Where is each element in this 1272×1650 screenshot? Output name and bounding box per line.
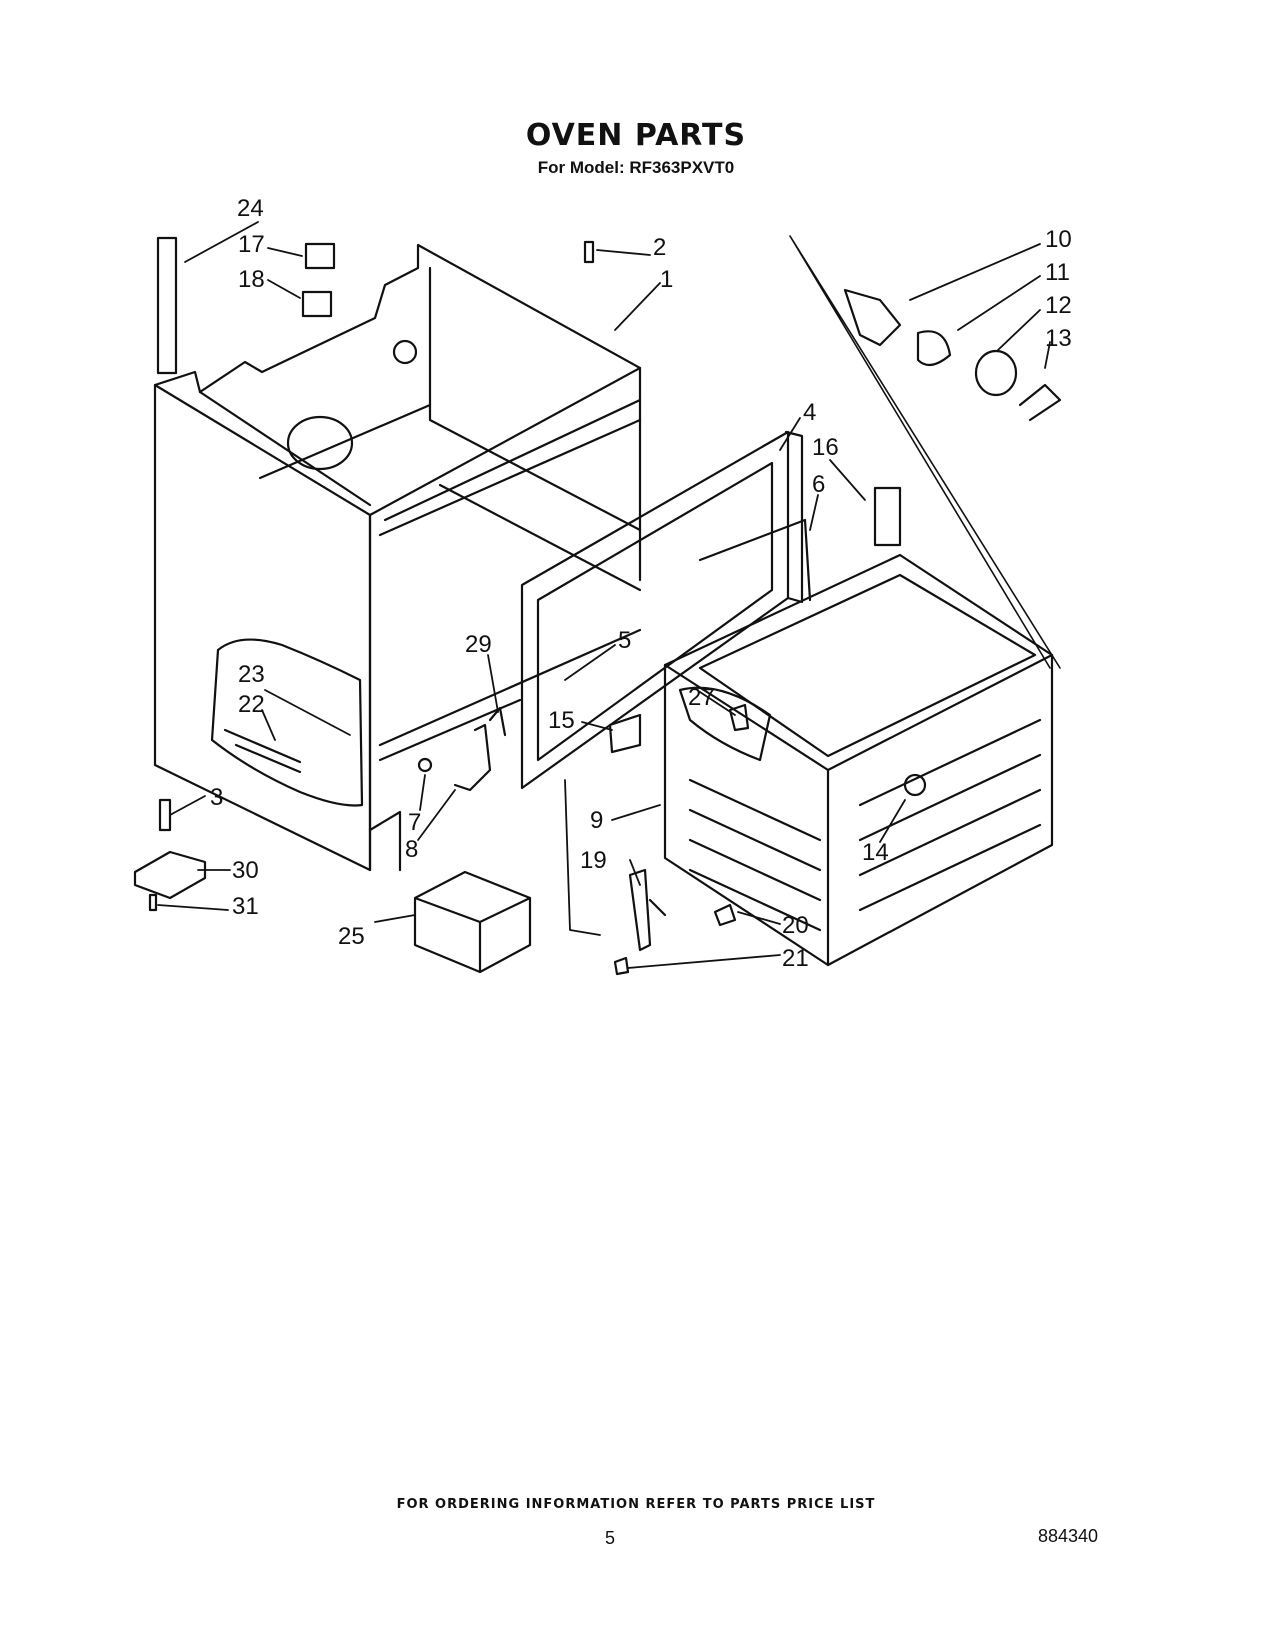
callout-6: 6: [812, 471, 825, 498]
part-16-tube: [873, 486, 902, 547]
callout-23: 23: [238, 661, 265, 688]
model-line: For Model: RF363PXVT0: [537, 158, 735, 177]
callout-leaders: [157, 221, 1051, 969]
callout-18: 18: [238, 266, 265, 293]
callout-8: 8: [405, 836, 418, 863]
callout-21: 21: [782, 945, 809, 972]
oven-cabinet: [153, 243, 642, 872]
light-socket-assembly: [843, 288, 1062, 422]
part-24-bracket: [156, 236, 178, 375]
callout-31: 31: [232, 893, 259, 920]
callout-15: 15: [548, 707, 575, 734]
part-31-pin: [148, 893, 158, 912]
callout-7: 7: [408, 809, 421, 836]
part-2-screw: [583, 240, 595, 264]
callout-16: 16: [812, 434, 839, 461]
callout-20: 20: [782, 912, 809, 939]
document-number: 884340: [1038, 1526, 1099, 1546]
part-21-screw: [613, 956, 630, 976]
callout-19: 19: [580, 847, 607, 874]
callout-4: 4: [803, 399, 816, 426]
oven-liner: [663, 553, 1054, 967]
callout-30: 30: [232, 857, 259, 884]
callout-24: 24: [237, 195, 264, 222]
part-18-switch: [301, 290, 333, 318]
page-number: 5: [605, 1528, 616, 1548]
part-29-clip: [488, 706, 507, 737]
callout-12: 12: [1045, 292, 1072, 319]
part-7-washer: [417, 757, 433, 773]
page-title: OVEN PARTS: [525, 118, 747, 153]
part-19-bracket: [628, 868, 667, 952]
callout-11: 11: [1045, 259, 1070, 286]
callout-17: 17: [238, 231, 265, 258]
callout-27: 27: [688, 684, 715, 711]
callout-10: 10: [1045, 226, 1072, 253]
oven-front-frame: [520, 430, 812, 790]
part-25-box: [413, 870, 532, 974]
callout-2: 2: [653, 234, 666, 261]
wire-lead: [564, 779, 601, 936]
part-3-bolt: [158, 798, 172, 832]
callout-25: 25: [338, 923, 365, 950]
part-8-hinge: [453, 723, 492, 792]
ordering-note: FOR ORDERING INFORMATION REFER TO PARTS …: [396, 1497, 876, 1512]
callout-13: 13: [1045, 325, 1072, 352]
callout-29: 29: [465, 631, 492, 658]
callout-5: 5: [618, 627, 631, 654]
callout-1: 1: [660, 266, 673, 293]
part-20-screw: [713, 903, 737, 927]
part-30-bracket: [133, 850, 207, 900]
callout-14: 14: [862, 839, 889, 866]
callout-22: 22: [238, 691, 265, 718]
part-27-clip: [728, 703, 750, 732]
callout-3: 3: [210, 784, 223, 811]
callout-9: 9: [590, 807, 603, 834]
part-15-hinge: [608, 713, 642, 754]
part-17-switch: [304, 242, 336, 270]
